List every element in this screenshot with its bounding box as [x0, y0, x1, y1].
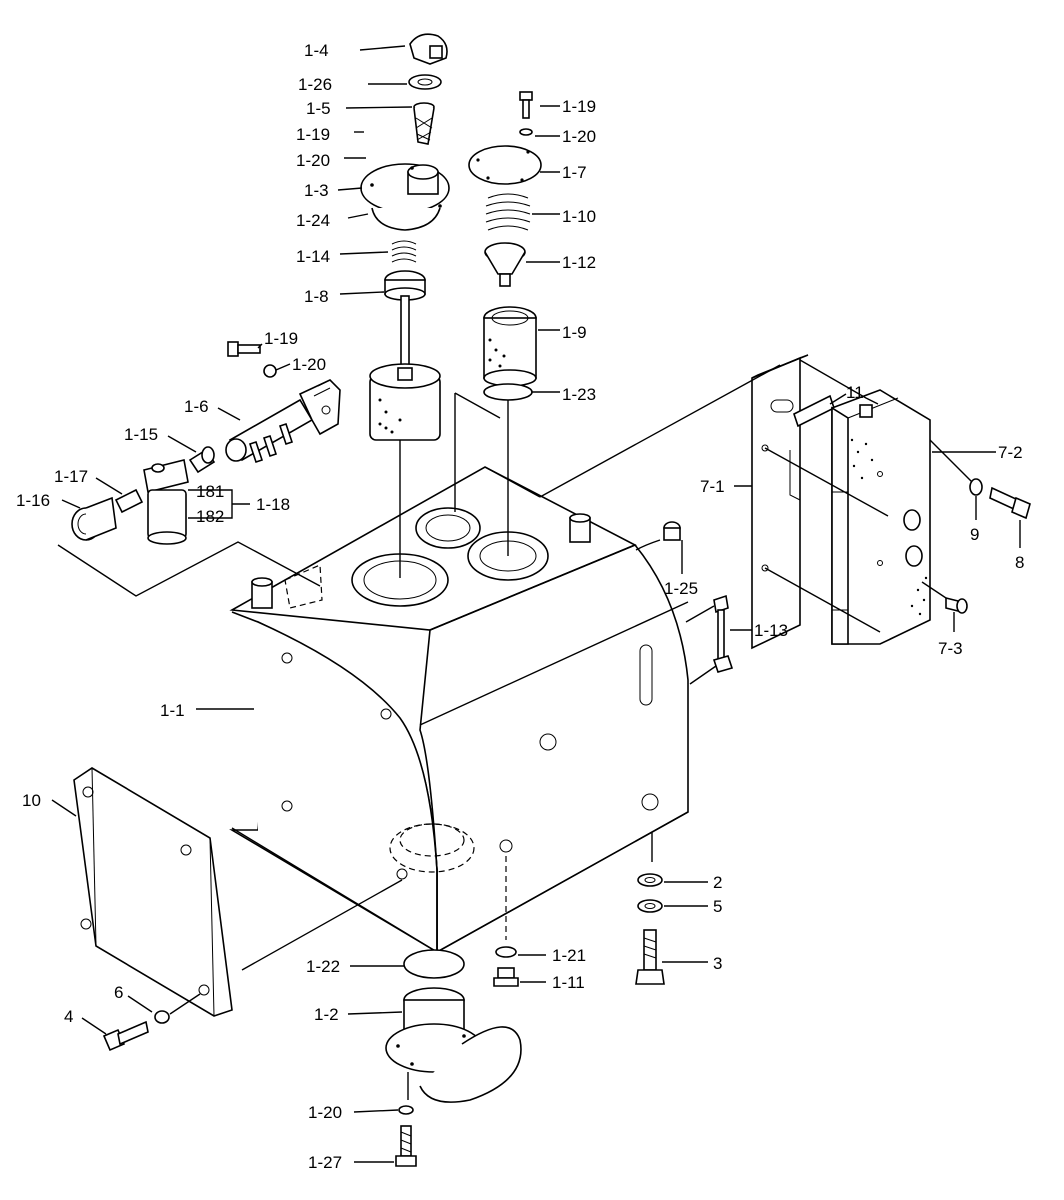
label-1-19: 1-19 [296, 125, 330, 144]
label-1-13: 1-13 [754, 621, 788, 640]
label-1-22: 1-22 [306, 957, 340, 976]
bottom-hardware [385, 832, 665, 1167]
label-1-20: 1-20 [308, 1103, 342, 1122]
label-1-11: 1-11 [552, 973, 585, 992]
label-1-7: 1-7 [562, 163, 587, 182]
label-7-3: 7-3 [938, 639, 963, 658]
return-filter-assembly [454, 91, 542, 556]
label-1-26: 1-26 [298, 75, 332, 94]
label-9: 9 [970, 525, 979, 544]
label-1-5: 1-5 [306, 99, 331, 118]
label-1-1: 1-1 [160, 701, 185, 720]
label-1-12: 1-12 [562, 253, 596, 272]
label-1-15: 1-15 [124, 425, 158, 444]
label-182: 182 [196, 507, 224, 526]
leader-lines [51, 45, 1021, 1163]
label-1-27: 1-27 [308, 1153, 342, 1172]
access-cover [73, 767, 403, 1052]
label-1-19: 1-19 [264, 329, 298, 348]
label-1-16: 1-16 [16, 491, 50, 510]
label-1-17: 1-17 [54, 467, 88, 486]
label-10: 10 [22, 791, 41, 810]
suction-strainer-assembly [360, 33, 450, 578]
label-1-8: 1-8 [304, 287, 329, 306]
pipe-and-filter-assembly [57, 341, 341, 597]
label-1-2: 1-2 [314, 1005, 339, 1024]
label-3: 3 [713, 954, 722, 973]
label-1-9: 1-9 [562, 323, 587, 342]
label-1-21: 1-21 [552, 946, 586, 965]
label-181: 181 [196, 482, 224, 501]
label-1-18: 1-18 [256, 495, 290, 514]
label-6: 6 [114, 983, 123, 1002]
label-4: 4 [64, 1007, 73, 1026]
label-7-1: 7-1 [700, 477, 725, 496]
label-1-14: 1-14 [296, 247, 330, 266]
label-1-23: 1-23 [562, 385, 596, 404]
label-8: 8 [1015, 553, 1024, 572]
label-1-10: 1-10 [562, 207, 596, 226]
label-1-20: 1-20 [296, 151, 330, 170]
label-5: 5 [713, 897, 722, 916]
label-1-6: 1-6 [184, 397, 209, 416]
label-1-20: 1-20 [562, 127, 596, 146]
label-1-24: 1-24 [296, 211, 330, 230]
label-1-3: 1-3 [304, 181, 329, 200]
label-1-4: 1-4 [304, 41, 329, 60]
level-gauge-and-plug [635, 521, 734, 685]
hydraulic-tank [229, 466, 689, 954]
label-1-19: 1-19 [562, 97, 596, 116]
label-1-25: 1-25 [664, 579, 698, 598]
mounting-brackets [539, 354, 1031, 650]
label-2: 2 [713, 873, 722, 892]
label-1-20: 1-20 [292, 355, 326, 374]
part-labels: 1-4 1-26 1-5 1-19 1-20 1-3 1-24 1-14 1-8… [16, 41, 1024, 1172]
label-7-2: 7-2 [998, 443, 1023, 462]
label-11: 11 [846, 383, 864, 402]
